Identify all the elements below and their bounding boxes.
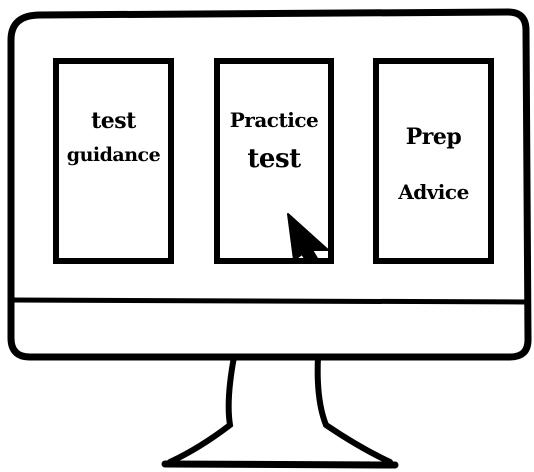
stand-base (165, 464, 395, 465)
stand-neck-left (170, 357, 234, 462)
stand-neck-right (318, 357, 390, 462)
panel-subtitle: Advice (379, 180, 488, 204)
panel-title: test (59, 108, 168, 134)
screen-bezel-line (12, 300, 526, 302)
panel-title: Practice (220, 108, 328, 132)
panel-title: Prep (379, 124, 488, 150)
panel-subtitle: test (220, 144, 328, 175)
mouse-pointer-icon (284, 210, 334, 262)
test-guidance-panel[interactable]: test guidance (53, 58, 174, 264)
panel-subtitle: guidance (59, 144, 168, 167)
prep-advice-panel[interactable]: Prep Advice (373, 58, 494, 264)
